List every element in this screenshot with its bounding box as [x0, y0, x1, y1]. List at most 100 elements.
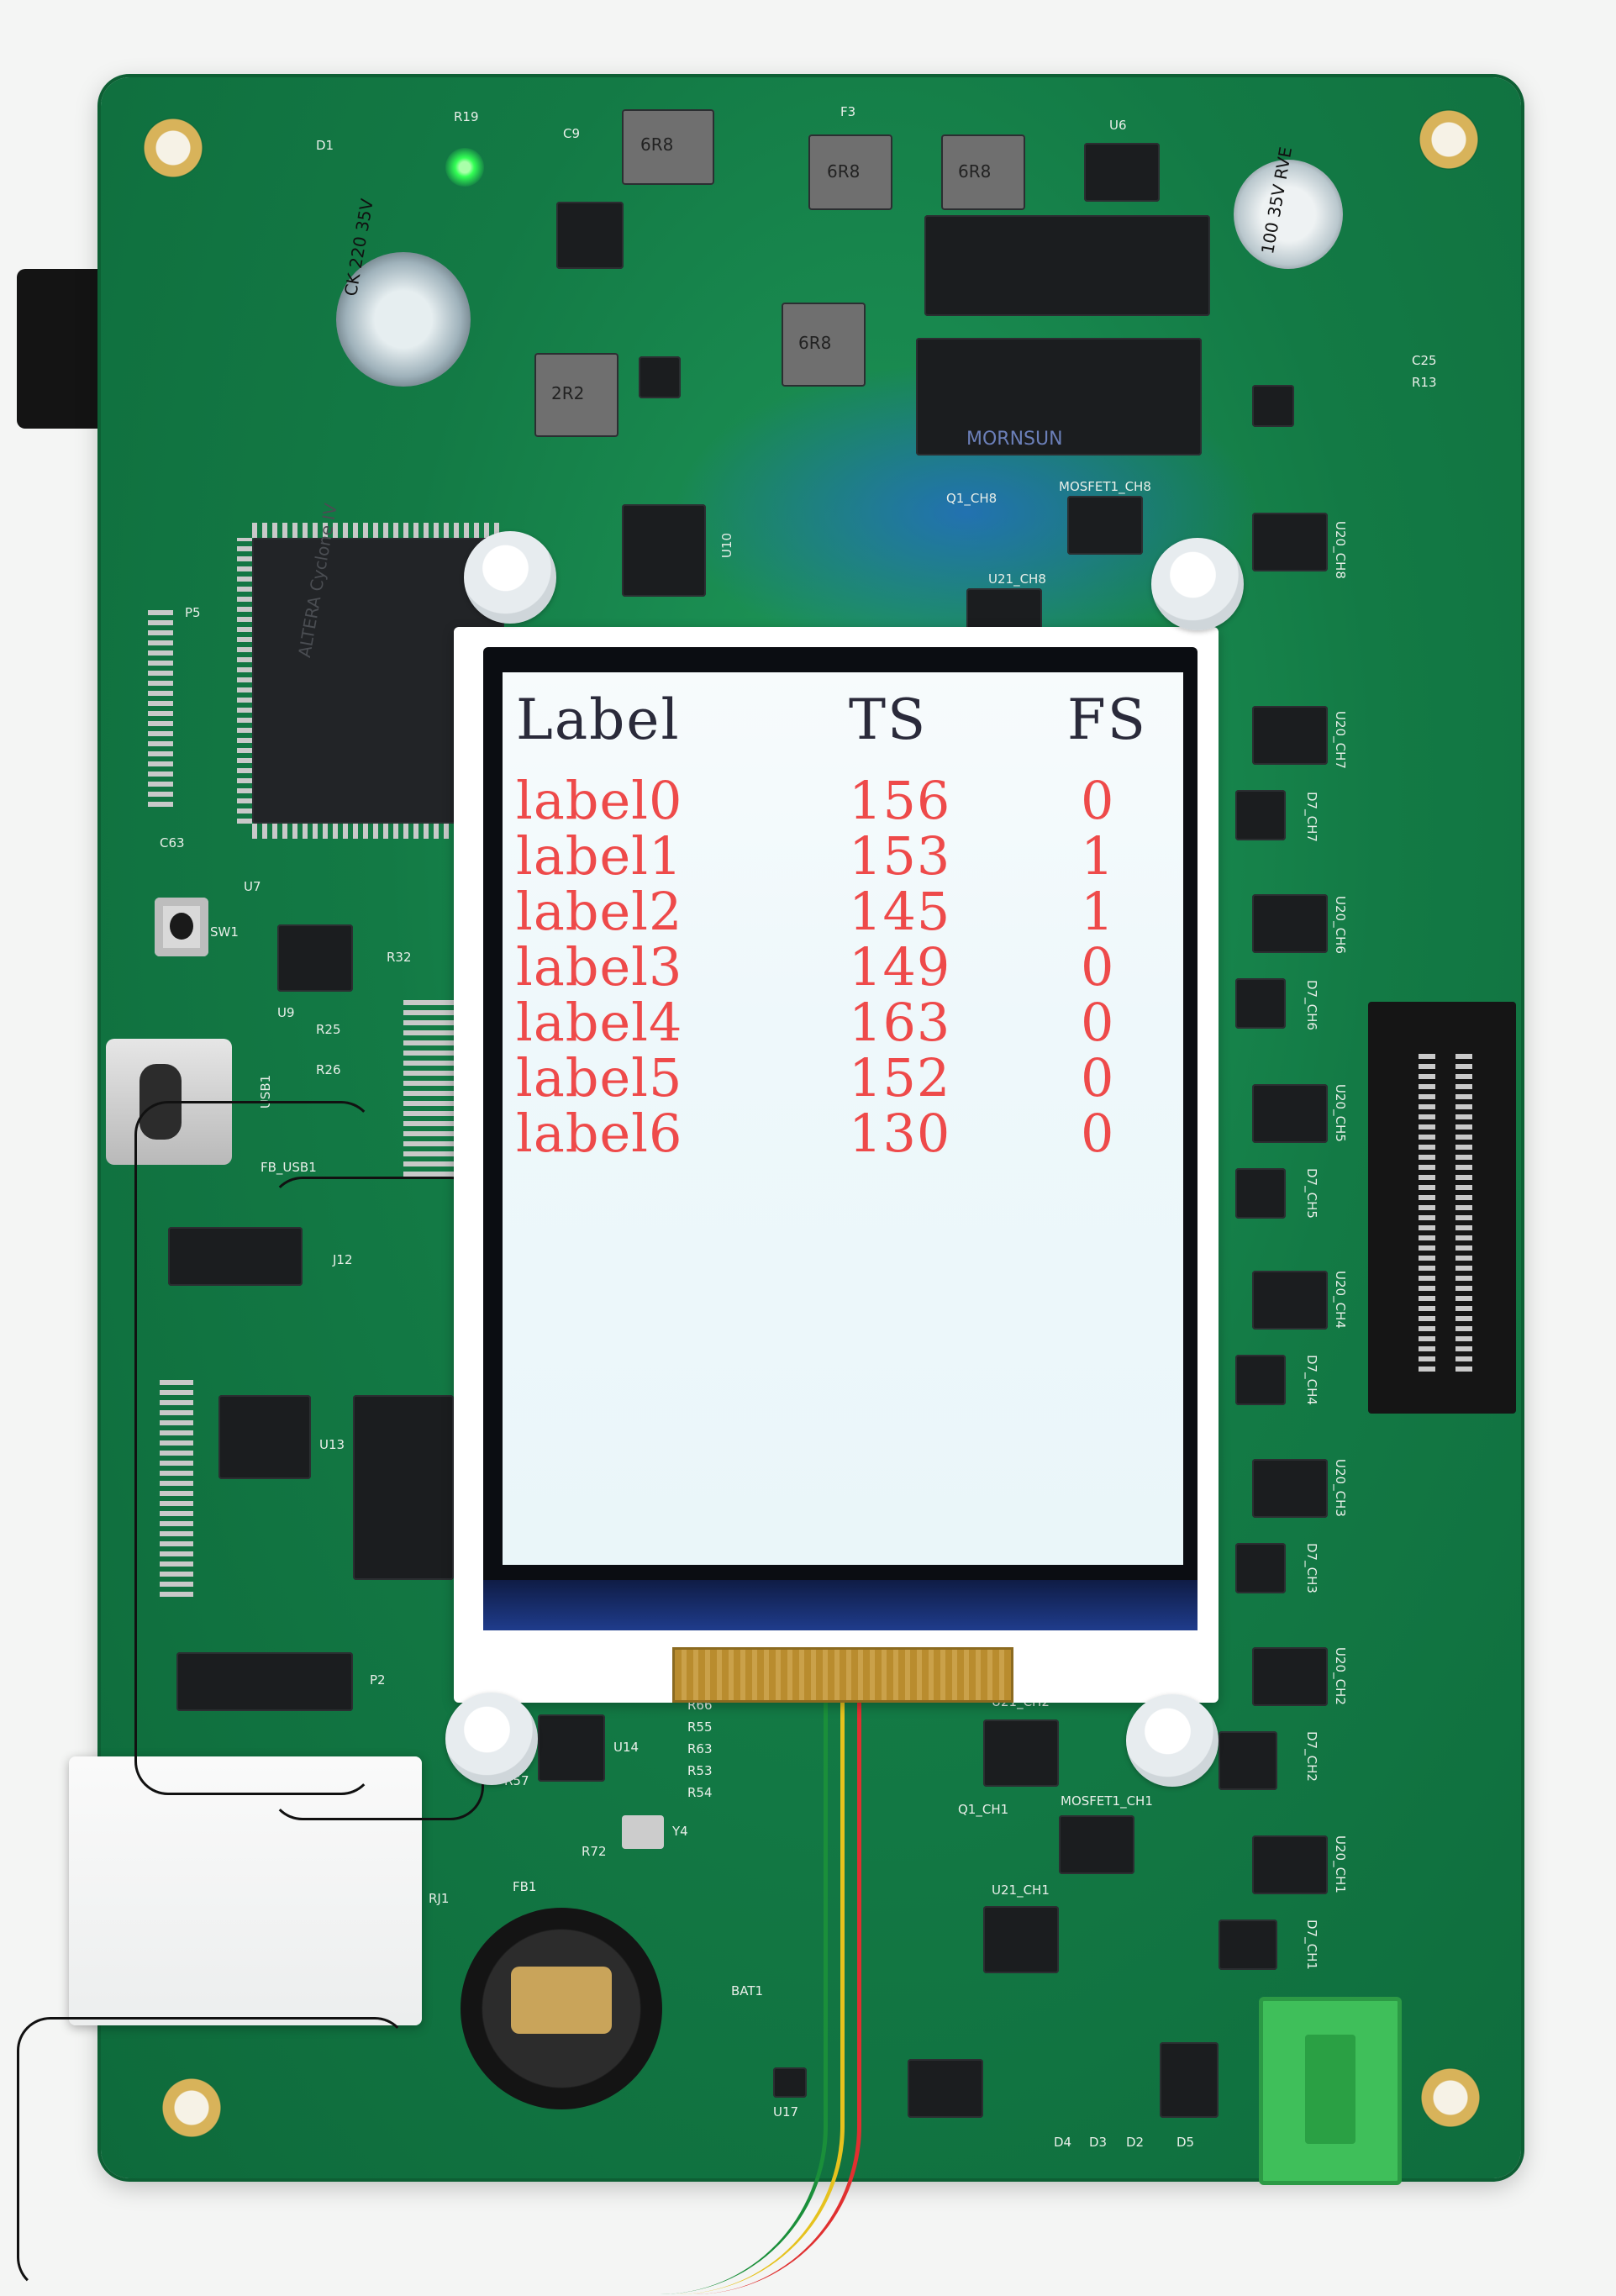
silk-u9: U9: [277, 1005, 295, 1020]
ribbon-wire-yellow: [546, 1689, 845, 2294]
black-wire: [134, 1101, 375, 1795]
terminal-connector[interactable]: [1259, 1997, 1402, 2185]
silk-d7-ch5: D7_CH5: [1304, 1168, 1319, 1219]
ic-j12: [168, 1227, 303, 1286]
silk-u10: U10: [719, 532, 735, 559]
silk-u20-ch8: U20_CH8: [1333, 521, 1348, 579]
mosfet-ch1: [1059, 1815, 1134, 1874]
inductor: [782, 303, 866, 387]
silk-j12: J12: [333, 1252, 353, 1267]
row-6-ts: 130: [849, 1103, 951, 1164]
mounting-hole: [1419, 109, 1479, 170]
fpga-pins: [252, 523, 504, 538]
silk-d7-ch4: D7_CH4: [1304, 1355, 1319, 1405]
row-6-label: label6: [516, 1103, 683, 1164]
ribbon-wire-red: [555, 1689, 861, 2294]
ic-u20-ch6: [1252, 894, 1328, 953]
nylon-standoff: [1126, 1694, 1219, 1787]
ribbon-wire-green: [538, 1689, 828, 2294]
silk-ind5: 2R2: [551, 383, 585, 403]
silk-ind3: 6R8: [958, 161, 992, 182]
row-4-ts: 163: [849, 992, 951, 1053]
silk-ind2: 6R8: [827, 161, 861, 182]
diode-d5: [1160, 2042, 1219, 2118]
row-5-fs: 0: [1081, 1047, 1115, 1109]
silk-d2: D2: [1126, 2135, 1145, 2150]
diode-d7-ch6: [1235, 978, 1286, 1029]
diode-d7-ch4: [1235, 1355, 1286, 1405]
idc-pins: [1419, 1052, 1435, 1372]
silk-u20-ch7: U20_CH7: [1333, 711, 1348, 769]
diode-d7-ch1: [1219, 1919, 1277, 1970]
row-0-ts: 156: [849, 770, 951, 831]
silk-ind1: 6R8: [640, 134, 674, 155]
silk-u20-ch6: U20_CH6: [1333, 896, 1348, 954]
silk-mosfet1-ch8: MOSFET1_CH8: [1059, 479, 1151, 494]
silk-d7-ch7: D7_CH7: [1304, 792, 1319, 842]
silk-r13: R13: [1412, 375, 1437, 390]
row-4-fs: 0: [1081, 992, 1115, 1053]
silk-u21-ch1: U21_CH1: [992, 1883, 1050, 1898]
row-1-ts: 153: [849, 825, 951, 887]
silk-q1-ch8: Q1_CH8: [946, 491, 997, 506]
silk-u20-ch3: U20_CH3: [1333, 1459, 1348, 1517]
row-6-fs: 0: [1081, 1103, 1115, 1164]
fpga-pins: [237, 538, 252, 824]
silk-c25: C25: [1412, 353, 1437, 368]
lcd-backlight-strip: [483, 1580, 1198, 1630]
row-5-ts: 152: [849, 1047, 951, 1109]
row-1-fs: 1: [1081, 825, 1115, 887]
ic-u21-ch1: [983, 1906, 1059, 1973]
row-0-fs: 0: [1081, 770, 1115, 831]
nylon-standoff: [445, 1693, 538, 1785]
reset-button[interactable]: [155, 898, 208, 956]
regulator-u10: [622, 504, 706, 597]
inductor: [534, 353, 619, 437]
idc-pins: [1455, 1052, 1472, 1372]
silk-d7-ch2: D7_CH2: [1304, 1731, 1319, 1782]
lcd-screen: Label TS FS label0 156 0 label1 153 1 la…: [503, 672, 1183, 1565]
silk-u6: U6: [1109, 118, 1127, 133]
silk-d1: D1: [316, 138, 334, 153]
inductor: [941, 134, 1025, 210]
rj45-jack[interactable]: [69, 1756, 422, 2025]
diode-d7-ch7: [1235, 790, 1286, 840]
silk-f3: F3: [840, 104, 856, 119]
dcdc-module: [916, 338, 1202, 456]
row-2-label: label2: [516, 881, 683, 942]
silk-r25: R25: [316, 1022, 341, 1037]
silk-d7-ch3: D7_CH3: [1304, 1543, 1319, 1593]
status-led: [445, 148, 484, 187]
silk-c63: C63: [160, 835, 185, 850]
header-fs: FS: [1067, 687, 1148, 752]
silk-u17: U17: [773, 2104, 799, 2120]
silk-ind4: 6R8: [798, 333, 832, 353]
silk-u20-ch5: U20_CH5: [1333, 1084, 1348, 1142]
silk-d7-ch6: D7_CH6: [1304, 980, 1319, 1030]
inductor: [808, 134, 892, 210]
row-3-label: label3: [516, 936, 683, 998]
nylon-standoff: [1151, 538, 1244, 630]
row-1-label: label1: [516, 825, 683, 887]
ic-u2: [556, 202, 624, 269]
row-2-fs: 1: [1081, 881, 1115, 942]
silk-sw1: SW1: [210, 924, 239, 940]
silk-r19: R19: [454, 109, 479, 124]
silk-u20-ch2: U20_CH2: [1333, 1647, 1348, 1705]
row-3-ts: 149: [849, 936, 951, 998]
ic-u13: [218, 1395, 311, 1479]
connector-p2: [176, 1652, 353, 1711]
ic-u20-ch8: [1252, 513, 1328, 571]
silk-rj1: RJ1: [429, 1891, 450, 1906]
silk-c9: C9: [563, 126, 581, 141]
idc-box-header[interactable]: [1368, 1002, 1516, 1414]
inductor: [622, 109, 714, 185]
lcd-fpc-cable: [672, 1647, 1013, 1703]
silk-d4: D4: [1054, 2135, 1072, 2150]
diode-d7-ch5: [1235, 1168, 1286, 1219]
connector-p5: [148, 605, 173, 807]
electrolytic-capacitor: [336, 252, 471, 387]
silk-fb1: FB1: [513, 1879, 537, 1894]
terminal-opening: [1305, 2035, 1355, 2144]
silk-p5: P5: [185, 605, 201, 620]
